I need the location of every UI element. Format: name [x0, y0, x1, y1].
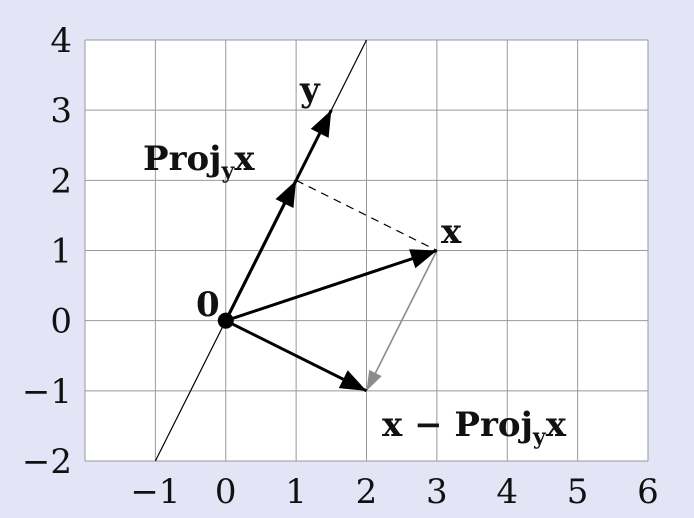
difference-label-tail: x — [546, 405, 567, 445]
vector-x-arrowhead — [409, 249, 437, 269]
vector-x — [225, 249, 438, 323]
difference-label-main: x − Proj — [382, 405, 533, 445]
y-tick-label: −2 — [22, 442, 72, 482]
proj-label: Projyx — [143, 139, 255, 184]
proj-label-subscript: y — [220, 158, 235, 184]
origin-label: 0 — [196, 285, 220, 325]
difference-label-subscript: y — [532, 424, 547, 450]
x-tick-label: 3 — [426, 472, 448, 512]
x-minus-proj-arrowhead — [366, 369, 382, 391]
y-tick-label: 0 — [50, 302, 72, 342]
y-tick-label: 3 — [50, 91, 72, 131]
vector-proj-arrowhead — [275, 180, 297, 209]
vector-x-minus-proj-arrowhead — [338, 370, 367, 391]
x-tick-label: 1 — [285, 472, 307, 512]
origin-point — [217, 312, 234, 329]
y-tick-labels: 4 3 2 1 0 −1 −2 — [22, 21, 72, 482]
proj-label-main: Proj — [143, 139, 221, 179]
x-tick-label: −1 — [130, 472, 180, 512]
vector-y-arrowhead — [310, 110, 332, 138]
x-minus-proj-vector-gray — [365, 250, 438, 392]
x-tick-label: 6 — [637, 472, 659, 512]
y-vector-label: y — [299, 70, 321, 110]
y-tick-label: 4 — [50, 21, 72, 61]
y-tick-label: −1 — [22, 372, 72, 412]
proj-label-tail: x — [234, 139, 255, 179]
x-vector-label: x — [441, 212, 462, 252]
x-tick-label: 5 — [567, 472, 589, 512]
difference-label: x − Projyx — [382, 405, 567, 450]
y-tick-label: 2 — [50, 161, 72, 201]
x-tick-label: 4 — [496, 472, 518, 512]
projection-dashed-segment — [295, 179, 438, 252]
vector-x-minus-proj — [225, 319, 368, 393]
y-tick-label: 1 — [50, 232, 72, 272]
x-tick-label: 2 — [356, 472, 378, 512]
x-tick-labels: −1 0 1 2 3 4 5 6 — [130, 472, 659, 512]
x-tick-label: 0 — [215, 472, 237, 512]
vector-proj — [224, 179, 298, 322]
